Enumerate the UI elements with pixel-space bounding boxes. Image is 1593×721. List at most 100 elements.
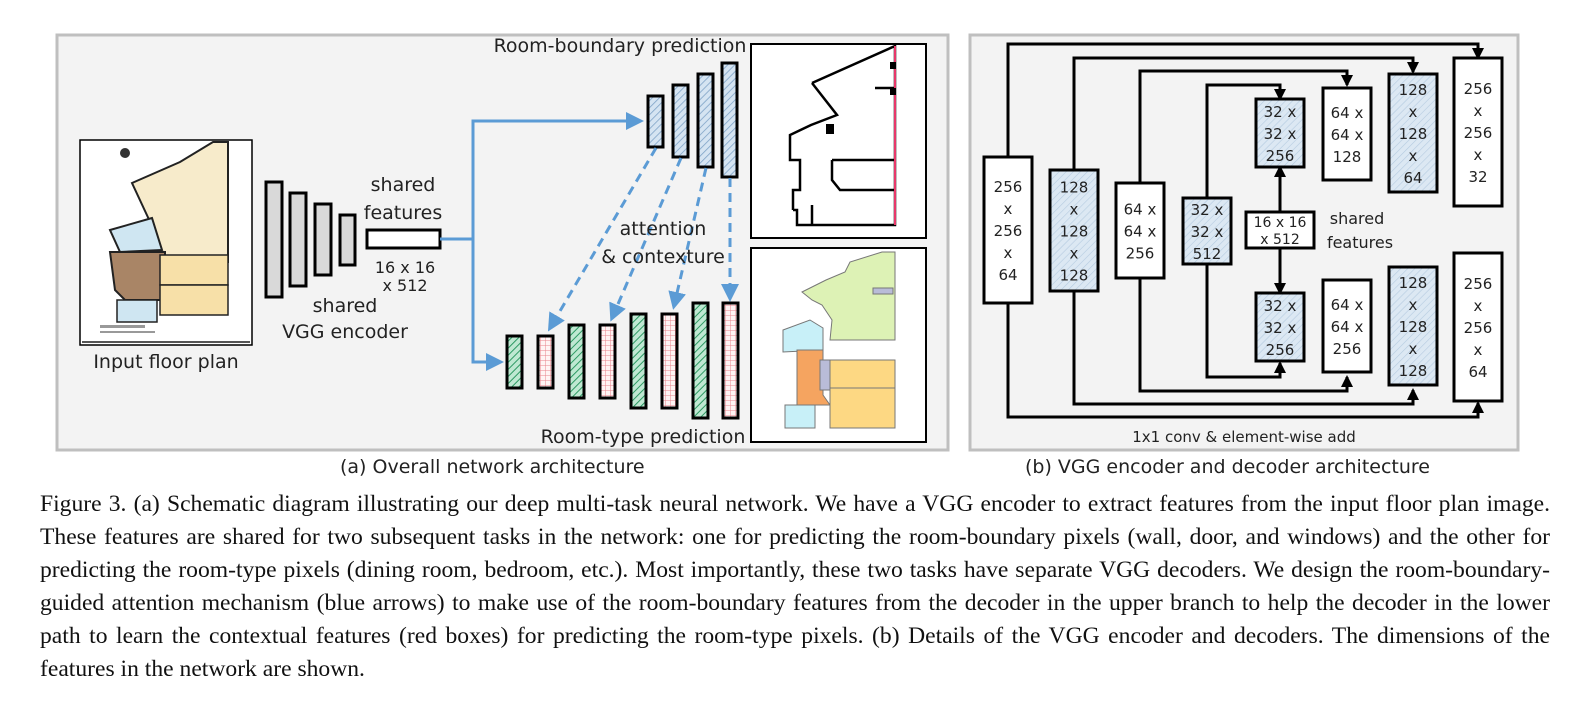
attention-arrow-3: [668, 167, 708, 310]
panel-b-lower-decoder-block-3-dim-text: 128: [1399, 362, 1428, 380]
encoder-block-2: [288, 191, 308, 288]
shared-vgg-encoder: [264, 180, 357, 299]
panel-b-encoder-block-1: [982, 155, 1034, 305]
panel-b-upper-decoder-block-3-dim-text: 128: [1399, 125, 1428, 143]
panel-b-caption: (b) VGG encoder and decoder architecture: [1025, 456, 1430, 478]
panel-b-shared-label-line2: features: [1327, 233, 1393, 252]
roomtype-context-block-2: [598, 323, 617, 400]
panel-b-upper-decoder-block-1-dim-text: 32 x: [1264, 103, 1297, 121]
panel-b-bottom-label: 1x1 conv & element-wise add: [1132, 428, 1356, 446]
panel-b-lower-decoder-block-4: [1452, 251, 1504, 403]
panel-b-upper-decoder-block-2-dim-text: 128: [1333, 148, 1362, 166]
panel-b-upper-decoder-block-3-dim-text: x: [1409, 103, 1418, 121]
panel-b-upper-decoder-block-3-dim-text: x: [1409, 147, 1418, 165]
panel-b-lower-decoder-block-2-dim-text: 256: [1333, 340, 1362, 358]
panel-b-lower-decoder-block-4-dim-text: 64: [1468, 363, 1487, 381]
panel-b-encoder-block-3-dim-text: 256: [1126, 245, 1155, 263]
room-type-label: Room-type prediction: [541, 426, 746, 448]
panel-b-lower-decoder-block-4-dim-text: x: [1474, 341, 1483, 359]
panel-b-upper-decoder-block-4-dim-text: 256: [1464, 80, 1493, 98]
skip-connections: [1006, 42, 1484, 419]
panel-b-lower-decoder-block-4-dim-text: x: [1474, 297, 1483, 315]
panel-b-upper-decoder-block-1-dim-text: 256: [1266, 147, 1295, 165]
roomtype-output-image: [750, 247, 927, 443]
panel-b-lower-decoder-block-1-dim-text: 256: [1266, 341, 1295, 359]
panel-b-upper-decoder-block-1-dim-text: 32 x: [1264, 125, 1297, 143]
panel-b-upper-decoder-block-4-dim-text: x: [1474, 146, 1483, 164]
roomtype-context-block-1: [536, 334, 555, 390]
panel-b-encoder-block-3-dim-text: 64 x: [1124, 223, 1157, 241]
panel-b-encoder-block-1-dim-text: 256: [994, 178, 1023, 196]
panel-b-lower-decoder-block-3-dim-text: x: [1409, 296, 1418, 314]
panel-b-lower-decoder-block-3: [1387, 265, 1439, 387]
roomtype-decoder-block-3: [629, 312, 648, 410]
boundary-output-image: [750, 43, 927, 239]
shared-features-dims-line1: 16 x 16: [375, 258, 435, 277]
panel-b-encoder-block-3-dim-text: 64 x: [1124, 201, 1157, 219]
panel-b-upper-decoder-block-2-dim-text: 64 x: [1331, 126, 1364, 144]
panel-b-upper-decoder-block-4-dim-text: 256: [1464, 124, 1493, 142]
boundary-decoder: [646, 61, 739, 179]
boundary-decoder-block-2: [671, 83, 690, 159]
roomtype-decoder: [505, 301, 740, 420]
encoder-block-4: [338, 213, 357, 267]
figure-svg: Input floor plan shared VGG encoder shar…: [55, 33, 1520, 452]
attention-label-line2: & contexture: [601, 246, 725, 268]
panel-b-lower-decoder-block-1: [1254, 291, 1306, 363]
encoder-label-line1: shared: [313, 295, 378, 317]
panel-b-lower-decoder-block-4-dim-text: 256: [1464, 275, 1493, 293]
figure-caption: Figure 3. (a) Schematic diagram illustra…: [40, 491, 1550, 682]
panel-b-lower-decoder-block-2-dim-text: 64 x: [1331, 318, 1364, 336]
panel-b-upper-decoder-block-3: [1387, 72, 1439, 194]
panel-b-upper-decoder-block-4: [1452, 56, 1504, 208]
panel-b-encoder-block-4-dim-text: 32 x: [1191, 201, 1224, 219]
shared-features-dims-line2: x 512: [382, 276, 427, 295]
input-floor-plan-label: Input floor plan: [93, 351, 238, 373]
panel-b-lower-decoder-block-3-dim-text: 128: [1399, 318, 1428, 336]
input-floor-plan-image: [79, 139, 253, 346]
boundary-decoder-block-4: [720, 61, 739, 179]
attention-arrow-1: [547, 147, 658, 332]
roomtype-decoder-block-2: [567, 323, 586, 400]
panel-b-shared-label-line1: shared: [1330, 209, 1385, 228]
attention-arrows: [547, 147, 739, 332]
panel-b-encoder-block-1-dim-text: 256: [994, 222, 1023, 240]
panel-b-upper-decoder-block-4-dim-text: x: [1474, 102, 1483, 120]
panel-b-blocks: 256 x 256 x 64 128 x 128 x 128 64 x 64 x 256 32 x 32 x…: [982, 56, 1504, 403]
panel-b-lower-decoder-block-3-dim-text: x: [1409, 340, 1418, 358]
panel-b-encoder-block-4-dim-text: 512: [1193, 245, 1222, 263]
attention-label-line1: attention: [620, 218, 707, 240]
shared-features-label-line1: shared: [371, 174, 436, 196]
room-boundary-label: Room-boundary prediction: [494, 35, 747, 57]
panel-b-encoder-block-3: [1114, 181, 1166, 280]
panel-b-encoder-block-2-dim-text: 128: [1060, 223, 1089, 241]
panel-b-encoder-block-1-dim-text: x: [1004, 244, 1013, 262]
panel-b-upper-decoder-block-2: [1321, 86, 1373, 182]
panel-b-shared-block: [1244, 210, 1316, 250]
panel-a-caption: (a) Overall network architecture: [340, 456, 645, 478]
encoder-block-3: [313, 202, 333, 277]
encoder-block-1: [264, 180, 284, 299]
panel-b-encoder-block-2-dim-text: x: [1070, 245, 1079, 263]
panel-b-encoder-block-4: [1181, 196, 1233, 266]
shared-features-label-line2: features: [364, 202, 443, 224]
panel-b-upper-decoder-block-2-dim-text: 64 x: [1331, 104, 1364, 122]
encoder-label-line2: VGG encoder: [282, 321, 408, 343]
roomtype-context-block-3: [660, 312, 679, 410]
panel-b-upper-decoder-block-1: [1254, 97, 1306, 169]
panel-b-lower-decoder-block-4-dim-text: 256: [1464, 319, 1493, 337]
panel-b-encoder-block-1-dim-text: x: [1004, 200, 1013, 218]
panel-b-encoder-block-2-dim-text: 128: [1060, 179, 1089, 197]
boundary-decoder-block-3: [696, 72, 715, 169]
compass-icon: [120, 148, 130, 158]
panel-b-shared-dims-line1: 16 x 16: [1254, 215, 1307, 231]
panel-b-encoder-block-2-dim-text: 128: [1060, 267, 1089, 285]
roomtype-decoder-block-1: [505, 334, 524, 390]
panel-b-upper-decoder-block-4-dim-text: 32: [1468, 168, 1487, 186]
panel-b-encoder-block-2: [1048, 168, 1100, 293]
panel-b-shared-dims-line2: x 512: [1260, 232, 1299, 248]
panel-b-encoder-block-1-dim-text: 64: [998, 266, 1017, 284]
panel-b-lower-decoder-block-1-dim-text: 32 x: [1264, 319, 1297, 337]
panel-b-upper-decoder-block-3-dim-text: 128: [1399, 81, 1428, 99]
panel-b-lower-decoder-block-2-dim-text: 64 x: [1331, 296, 1364, 314]
